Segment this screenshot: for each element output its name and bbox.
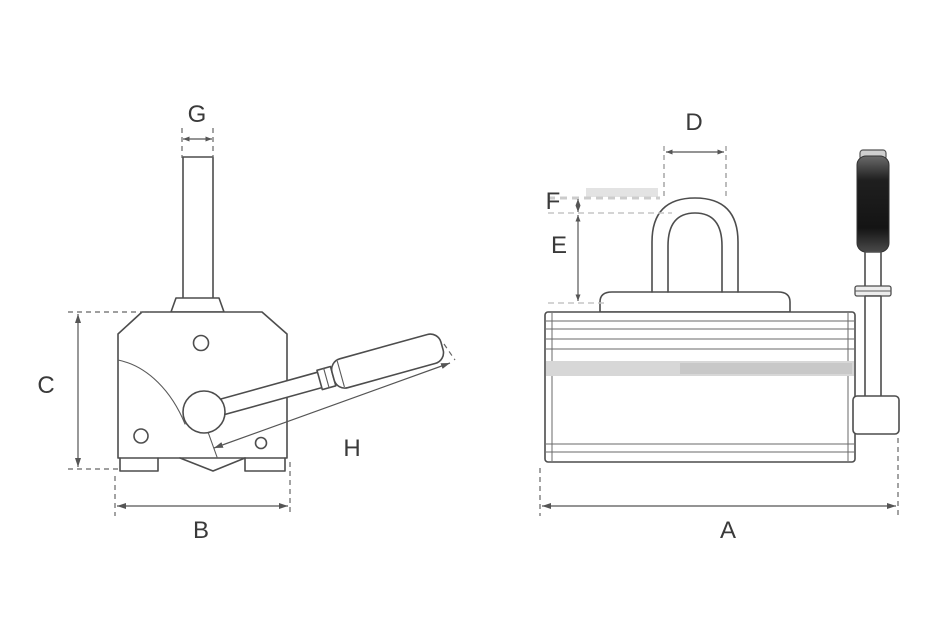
side-cam-curve (117, 359, 186, 425)
front-view (544, 149, 900, 463)
side-hole-top (192, 334, 210, 352)
dimension-e-label: E (551, 232, 567, 259)
front-bail-inner (667, 212, 723, 293)
dimension-a-label: A (720, 517, 736, 544)
front-handle-bracket (852, 395, 900, 435)
dimension-d-label: D (685, 109, 702, 136)
side-shaft-base (170, 297, 225, 313)
side-handle-grip (330, 333, 445, 389)
dimension-e: E (548, 215, 608, 304)
side-hole-bottom-left (133, 428, 149, 444)
side-pivot-link-line (207, 431, 218, 458)
front-mount-plate (599, 291, 791, 313)
dimension-c-label: C (37, 372, 54, 399)
dimension-h-extension (443, 343, 456, 361)
front-shade-band-dark (680, 363, 852, 374)
front-bail-shade-mark (586, 188, 658, 197)
side-v-notch (179, 457, 246, 472)
side-pivot-circle (182, 390, 226, 434)
dimension-h-label: H (343, 435, 360, 462)
dimension-h: H (213, 343, 456, 462)
front-body-outline (544, 311, 856, 463)
front-handle-grip (856, 155, 890, 253)
front-handle-neck (864, 251, 882, 289)
dimension-c: C (37, 311, 150, 470)
side-hole-bottom-right (254, 436, 268, 450)
dimension-b: B (114, 462, 291, 544)
dimension-a: A (539, 438, 899, 544)
dimension-b-label: B (193, 517, 209, 544)
dimension-d: D (663, 109, 727, 196)
front-handle-shaft (864, 295, 882, 399)
dimension-f: F (546, 188, 672, 215)
side-shaft (182, 156, 214, 301)
dimension-h-line (213, 362, 451, 449)
side-foot-left (119, 457, 159, 472)
dimension-g: G (181, 101, 214, 158)
front-bail-outer (651, 197, 739, 293)
dimension-g-label: G (188, 101, 207, 128)
side-foot-right (244, 457, 286, 472)
dimension-f-label: F (546, 188, 561, 215)
